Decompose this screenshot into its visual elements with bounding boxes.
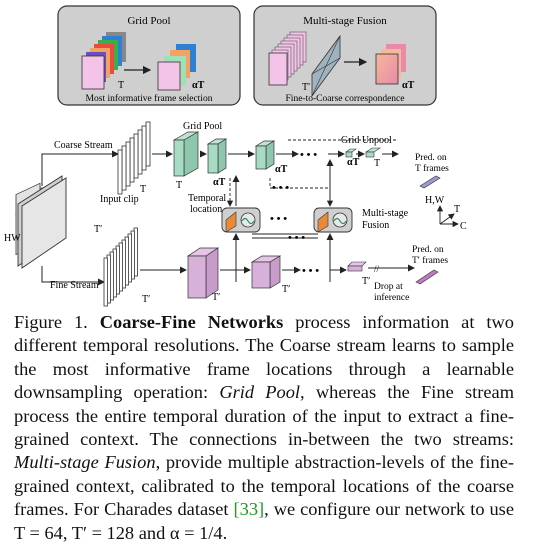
- fine-dots: • • •: [302, 265, 319, 277]
- coarse-block2-aT: αT: [213, 177, 226, 188]
- figure-caption: Figure 1. Coarse-Fine Networks process i…: [14, 311, 514, 545]
- fine-end-Tp: T′: [362, 276, 370, 287]
- fine-block1-Tp: T′: [212, 292, 220, 303]
- frame-stack-selected: [157, 44, 196, 91]
- coarse-block3-aT: αT: [275, 164, 288, 175]
- coarse-frame-stack: [117, 121, 151, 195]
- label-input-Tp: T′: [94, 224, 102, 235]
- caption-citation[interactable]: [33]: [233, 499, 265, 520]
- frame-stack-colored: [81, 32, 126, 90]
- caption-grid-pool: Grid Pool: [219, 382, 301, 403]
- label-grid-pool: Grid Pool: [183, 121, 222, 132]
- coarse-stack-T: T: [140, 184, 146, 195]
- label-multi-stage-2: Fusion: [362, 220, 389, 231]
- fusion-box-title: Multi-stage Fusion: [303, 15, 387, 27]
- temporal-dots: • • •: [272, 182, 289, 194]
- caption-prefix: Figure 1.: [14, 312, 100, 332]
- figure: Grid Pool T αT Most informative frame se…: [4, 5, 467, 307]
- fusion-box-caption: Fine-to-Coarse correspondence: [286, 94, 405, 104]
- multi-stage-fusion-box: Multi-stage Fusion T′ αT Fine-to-Coarse …: [253, 5, 437, 106]
- grid-pool-box: Grid Pool T αT Most informative frame se…: [57, 5, 241, 106]
- label-coarse-stream: Coarse Stream: [54, 140, 113, 151]
- fusion-module-2: [313, 207, 353, 233]
- grid-pool-box-title: Grid Pool: [127, 15, 170, 27]
- fine-block-1: [186, 247, 220, 299]
- fusion-dots: • • •: [270, 213, 287, 225]
- coarse-block1-T: T: [176, 180, 182, 191]
- grid-pool-box-aT: αT: [192, 80, 205, 91]
- caption-text-2: , whereas the Fine stream process the en…: [14, 382, 515, 450]
- caption-multi-stage: Multi-stage Fusion: [14, 452, 156, 473]
- axis-c-label: C: [460, 221, 467, 232]
- label-drop-2: inference: [374, 292, 409, 303]
- caption-text-4: , we configure our network to use T = 64…: [14, 499, 514, 543]
- grid-pool-box-T: T: [118, 80, 124, 91]
- label-input-clip: Input clip: [100, 194, 139, 205]
- label-grid-unpool: Grid Unpool: [341, 135, 392, 146]
- caption-text-3: , provide multiple abstraction-levels of…: [14, 452, 514, 520]
- frame-stack-fine: [268, 31, 307, 86]
- fine-block-2: [250, 255, 282, 289]
- coarse-block-3: [254, 140, 276, 170]
- unpool-aT: αT: [347, 157, 360, 168]
- label-temporal-1: Temporal: [188, 193, 226, 204]
- figure-diagram: Grid Pool T αT Most informative frame se…: [4, 5, 467, 307]
- fusion-box-aT: αT: [402, 80, 415, 91]
- label-pred-T-1: Pred. on: [415, 153, 447, 163]
- caption-text-1: process information at two different tem…: [14, 312, 514, 403]
- coarse-block-2: [206, 138, 228, 174]
- fine-block2-Tp: T′: [282, 284, 290, 295]
- label-pred-Tp-2: T′ frames: [412, 255, 448, 266]
- axis-legend: H,W T C: [425, 195, 467, 232]
- caption-title: Coarse-Fine Networks: [99, 312, 284, 332]
- label-hw: HW: [4, 233, 21, 244]
- fine-frame-stack: [103, 227, 138, 307]
- label-fine-stream: Fine Stream: [50, 280, 99, 291]
- frame-stack-fused: [375, 44, 406, 85]
- axis-hw-label: H,W: [425, 195, 445, 206]
- grid-pool-box-caption: Most informative frame selection: [86, 93, 213, 104]
- fusion-box-Tp: T′: [302, 82, 310, 93]
- fusion-lower-dots: • • •: [288, 232, 305, 244]
- label-temporal-2: location: [190, 204, 222, 215]
- label-pred-Tp-1: Pred. on: [412, 245, 444, 255]
- unpool-T: T: [374, 158, 380, 169]
- input-clip: [15, 175, 67, 269]
- drop-mark: //: [374, 264, 380, 274]
- label-multi-stage-1: Multi-stage: [362, 208, 409, 219]
- label-drop-1: Drop at: [374, 282, 403, 292]
- label-pred-T-2: T frames: [415, 163, 449, 174]
- axis-t-label: T: [454, 204, 460, 215]
- fusion-module-1: [221, 207, 261, 233]
- coarse-block-1: [172, 131, 200, 177]
- fine-stack-Tp: T′: [142, 294, 150, 305]
- coarse-dots-1: • • •: [300, 149, 317, 161]
